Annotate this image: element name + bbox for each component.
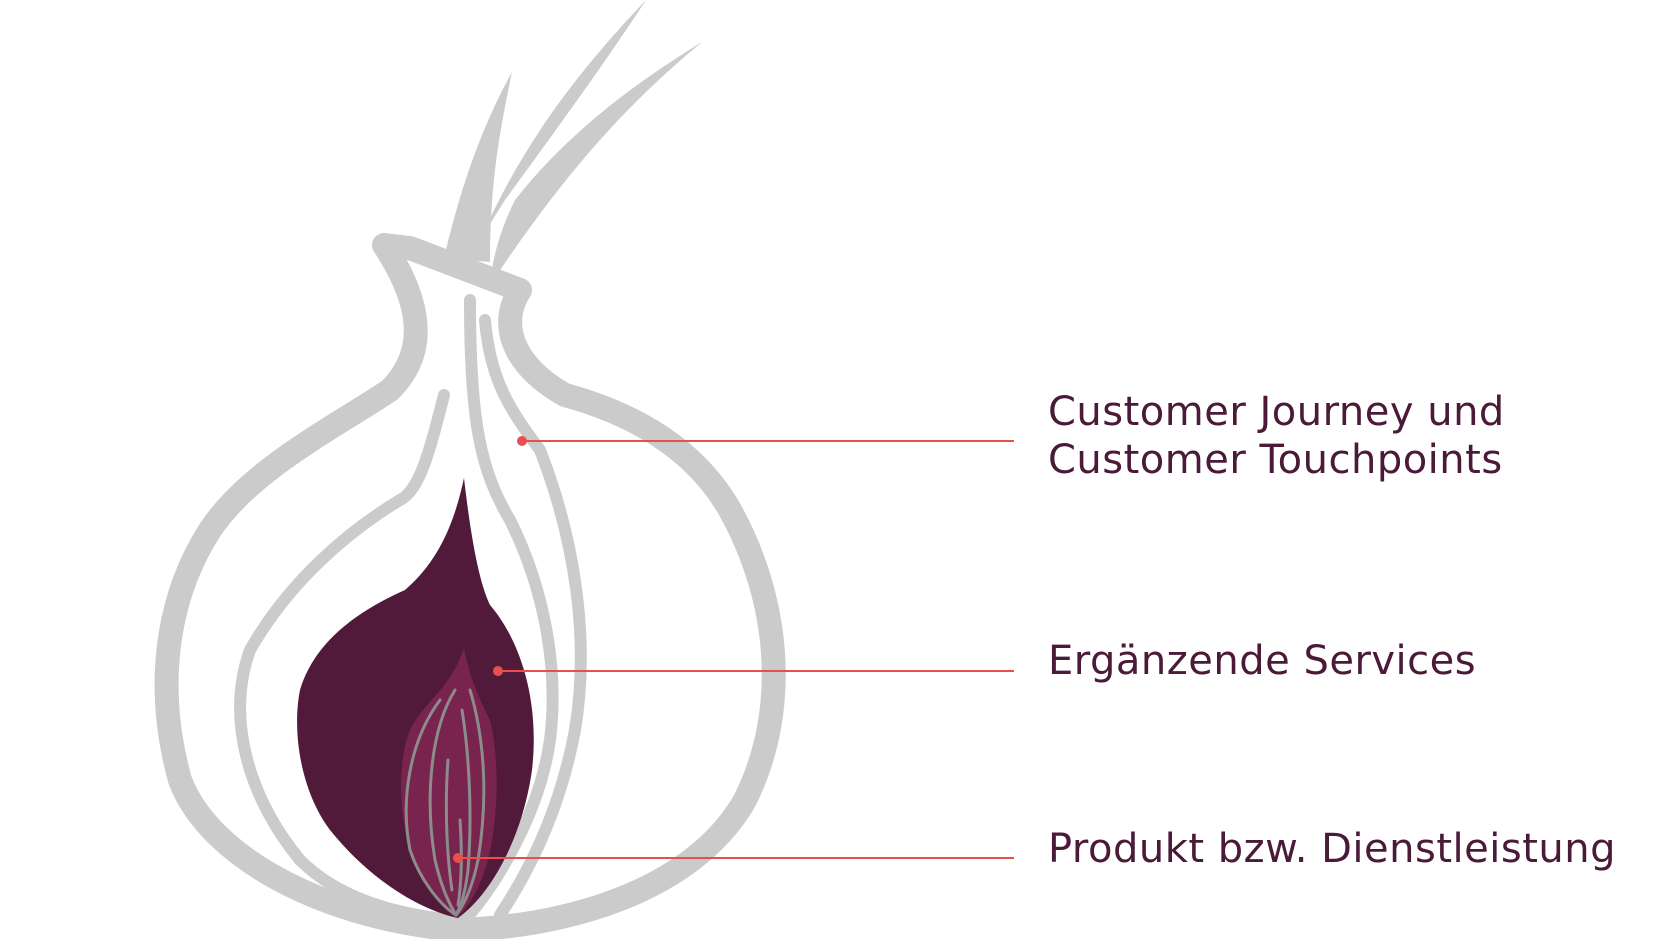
label-middle-line-1: Ergänzende Services xyxy=(1048,638,1477,684)
onion-outer-skin xyxy=(154,233,786,939)
sprout-middle xyxy=(480,0,646,240)
sprout-left xyxy=(444,72,512,262)
onion-inner-skin-right-b xyxy=(479,314,587,921)
leader-dot-inner xyxy=(453,853,463,863)
label-outer-line-1: Customer Journey und xyxy=(1048,389,1505,435)
leader-lines xyxy=(453,436,1014,863)
leader-dot-middle xyxy=(493,666,503,676)
onion-inner-skin-left xyxy=(234,389,461,926)
label-inner-line-1: Produkt bzw. Dienstleistung xyxy=(1048,826,1616,872)
leader-dot-outer xyxy=(517,436,527,446)
label-outer-layer: Customer Journey und Customer Touchpoint… xyxy=(1048,388,1505,484)
onion-sprouts xyxy=(444,0,702,285)
onion-core-veins xyxy=(404,688,486,917)
onion-core xyxy=(401,648,497,918)
label-outer-line-2: Customer Touchpoints xyxy=(1048,437,1503,483)
label-inner-layer: Produkt bzw. Dienstleistung xyxy=(1048,825,1616,873)
onion-inner-skin-right-a xyxy=(459,294,559,926)
label-middle-layer: Ergänzende Services xyxy=(1048,637,1476,685)
